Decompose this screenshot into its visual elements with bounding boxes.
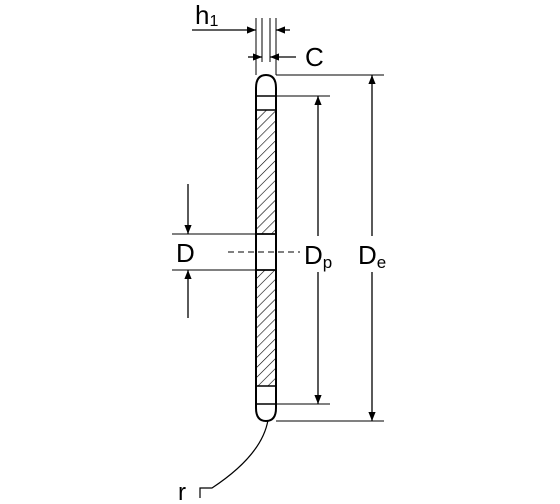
- h1-label: h1: [195, 0, 218, 30]
- d-bore-label: D: [176, 238, 195, 268]
- dp-label: Dp: [304, 240, 332, 272]
- lower-hatched-section: [255, 269, 277, 387]
- c-label: C: [305, 42, 324, 72]
- r-leader-line: [199, 419, 269, 498]
- de-label: De: [358, 240, 386, 272]
- upper-hatched-section: [255, 109, 277, 235]
- r-label: r: [178, 479, 186, 504]
